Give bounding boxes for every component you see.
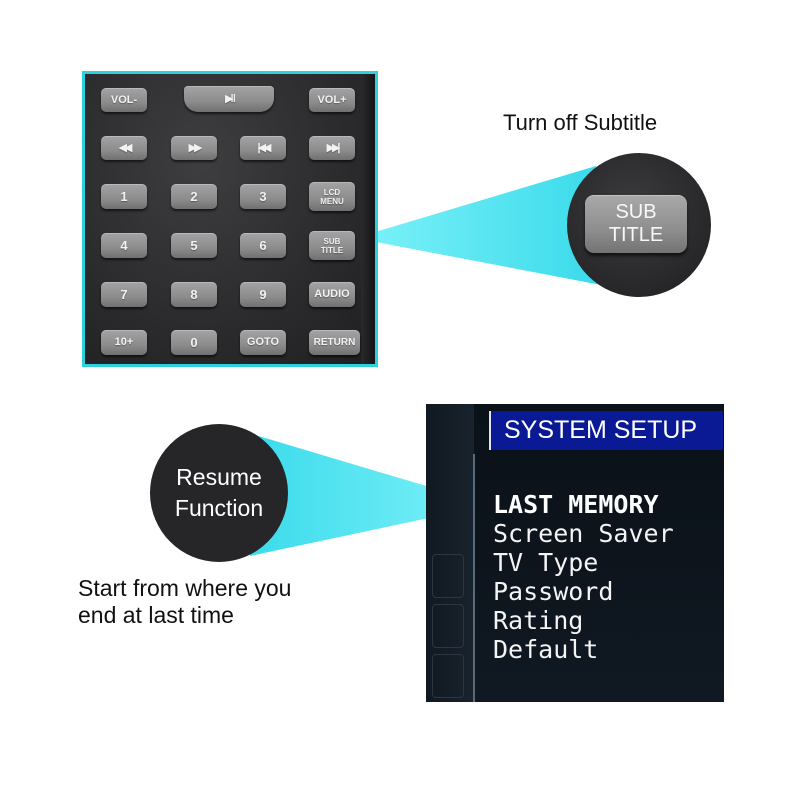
number-7-button[interactable]: 7	[101, 282, 147, 307]
remote-control-panel	[82, 71, 378, 367]
resume-label-line2: Function	[174, 495, 264, 521]
number-1-button[interactable]: 1	[101, 184, 147, 209]
return-button[interactable]: RETURN	[309, 330, 360, 355]
audio-button[interactable]: AUDIO	[309, 282, 355, 307]
number-8-button[interactable]: 8	[171, 282, 217, 307]
menu-item-password[interactable]: Password	[493, 577, 614, 606]
menu-item-tv-type[interactable]: TV Type	[493, 548, 599, 577]
lcd-menu-button[interactable]: LCD MENU	[309, 182, 355, 211]
number-5-button[interactable]: 5	[171, 233, 217, 258]
lcd-menu-label-line2: MENU	[320, 196, 344, 206]
start-caption-line2: end at last time	[78, 602, 234, 628]
fast-forward-icon: ▶▶	[188, 141, 203, 154]
zoom-label-line2: TITLE	[608, 224, 664, 246]
screen-side-panel	[426, 404, 474, 702]
number-4-button[interactable]: 4	[101, 233, 147, 258]
next-icon: ▶▶|	[326, 141, 341, 154]
menu-item-default[interactable]: Default	[493, 635, 599, 664]
fast-forward-button[interactable]: ▶▶	[171, 136, 217, 160]
lcd-menu-label-line1: LCD	[323, 187, 341, 197]
zoom-label-line1: SUB	[615, 201, 657, 223]
rewind-button[interactable]: ◀◀	[101, 136, 147, 160]
side-icon-slot	[432, 554, 464, 598]
subtitle-zoom-button: SUB TITLE	[585, 195, 687, 253]
remote-edge	[361, 74, 375, 364]
menu-item-screen-saver[interactable]: Screen Saver	[493, 519, 674, 548]
menu-item-last-memory[interactable]: LAST MEMORY	[493, 490, 659, 519]
system-setup-menu: LAST MEMORY Screen Saver TV Type Passwor…	[493, 490, 674, 664]
subtitle-button[interactable]: SUB TITLE	[309, 231, 355, 260]
previous-button[interactable]: |◀◀	[240, 136, 286, 160]
vol-minus-button[interactable]: VOL-	[101, 88, 147, 112]
play-pause-button[interactable]: ▶‖	[184, 86, 274, 112]
rewind-icon: ◀◀	[118, 141, 133, 154]
subtitle-label-line1: SUB	[323, 236, 341, 246]
goto-button[interactable]: GOTO	[240, 330, 286, 355]
resume-label-line1: Resume	[176, 464, 262, 490]
turn-off-subtitle-caption: Turn off Subtitle	[503, 110, 658, 135]
subtitle-beam	[355, 166, 601, 285]
start-caption-line1: Start from where you	[78, 575, 292, 601]
start-caption: Start from where you end at last time	[78, 575, 291, 629]
resume-function-circle: Resume Function	[150, 424, 288, 562]
ten-plus-button[interactable]: 10+	[101, 330, 147, 355]
number-0-button[interactable]: 0	[171, 330, 217, 355]
screen-divider	[473, 454, 475, 702]
tv-screen	[426, 404, 724, 702]
menu-item-rating[interactable]: Rating	[493, 606, 584, 635]
number-6-button[interactable]: 6	[240, 233, 286, 258]
side-icon-slot	[432, 604, 464, 648]
system-setup-title: SYSTEM SETUP	[489, 411, 723, 450]
next-button[interactable]: ▶▶|	[309, 136, 355, 160]
side-icon-slot	[432, 654, 464, 698]
number-9-button[interactable]: 9	[240, 282, 286, 307]
play-pause-icon: ▶‖	[225, 92, 236, 105]
number-2-button[interactable]: 2	[171, 184, 217, 209]
previous-icon: |◀◀	[257, 141, 272, 154]
number-3-button[interactable]: 3	[240, 184, 286, 209]
subtitle-label-line2: TITLE	[320, 245, 344, 255]
vol-plus-button[interactable]: VOL+	[309, 88, 355, 112]
